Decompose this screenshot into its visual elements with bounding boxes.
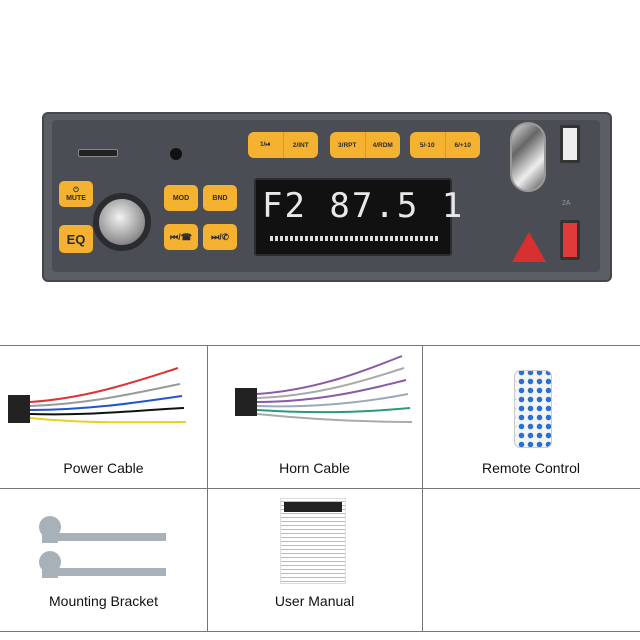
- preset-3-button[interactable]: 3/RPT: [330, 132, 366, 158]
- eq-bars: [270, 236, 440, 241]
- bnd-button[interactable]: BND: [203, 185, 237, 211]
- volume-knob[interactable]: [93, 193, 151, 251]
- mute-power-button[interactable]: ⏻MUTE: [59, 181, 93, 207]
- hazard-icon[interactable]: [512, 232, 546, 262]
- user-manual-image: [280, 498, 346, 584]
- power-cable-caption: Power Cable: [63, 460, 144, 476]
- usb-2a-label: 2A: [562, 200, 571, 207]
- preset-6-button[interactable]: 6/+10: [454, 141, 471, 149]
- divider: [0, 345, 640, 346]
- divider: [0, 631, 640, 632]
- display-text: F2 87.5 1: [262, 186, 465, 226]
- preset-group-1: 1/⏯ 2/INT: [248, 132, 318, 158]
- divider: [422, 345, 423, 631]
- preset-group-3: 5/-10 6/+10: [410, 132, 480, 158]
- preset-5-button[interactable]: 5/-10: [410, 132, 446, 158]
- mounting-bracket-image: [39, 516, 166, 578]
- power-icon: ⏻: [73, 186, 79, 194]
- mounting-bracket-caption: Mounting Bracket: [49, 593, 158, 609]
- sd-card-slot: [78, 149, 118, 157]
- preset-2-button[interactable]: 2/INT: [292, 141, 309, 149]
- aux-jack: [170, 148, 182, 160]
- next-button[interactable]: ⏭/✆: [203, 224, 237, 250]
- divider: [207, 345, 208, 631]
- charging-usb-port: [560, 220, 580, 260]
- horn-cable-image: [235, 355, 413, 423]
- remote-control-image: [514, 370, 552, 448]
- horn-cable-caption: Horn Cable: [279, 460, 350, 476]
- lcd-display: [254, 178, 452, 256]
- power-cable-image: [8, 367, 187, 424]
- preset-4-button[interactable]: 4/RDM: [372, 141, 393, 149]
- preset-1-button[interactable]: 1/⏯: [248, 132, 284, 158]
- connector: [8, 395, 30, 423]
- divider: [0, 488, 640, 489]
- remote-control-caption: Remote Control: [481, 460, 581, 476]
- prev-button[interactable]: ⏮/☎: [164, 224, 198, 250]
- user-manual-caption: User Manual: [274, 593, 355, 609]
- usb-port: [560, 125, 580, 163]
- preset-group-2: 3/RPT 4/RDM: [330, 132, 400, 158]
- led-light: [510, 122, 546, 192]
- mod-button[interactable]: MOD: [164, 185, 198, 211]
- eq-button[interactable]: EQ: [59, 225, 93, 253]
